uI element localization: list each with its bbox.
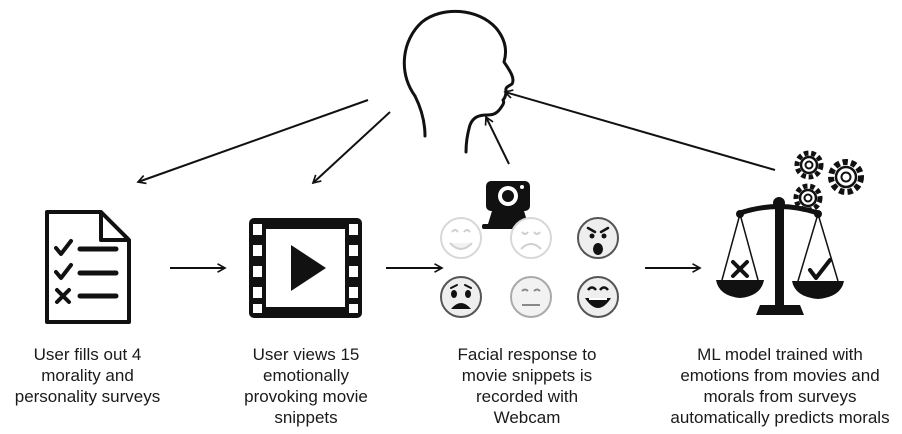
webcam-icon — [482, 181, 534, 229]
arrow-model-to-head — [505, 92, 776, 171]
caption-line: snippets — [274, 408, 338, 427]
crying-face-icon — [440, 276, 482, 318]
caption-line: personality surveys — [14, 387, 161, 406]
angry-face-icon — [577, 217, 619, 259]
caption-line: ML model trained with — [697, 345, 863, 364]
caption-line: Webcam — [493, 408, 561, 427]
caption-line: provoking movie — [244, 387, 368, 406]
caption-line: movie snippets is — [461, 366, 593, 385]
user-head-icon — [402, 9, 515, 154]
checklist-icon — [45, 210, 131, 324]
arrow-head-to-videos — [313, 111, 391, 183]
caption-line: automatically predicts morals — [670, 408, 890, 427]
caption-videos: User views 15 emotionally provoking movi… — [226, 344, 386, 428]
caption-line: emotionally — [263, 366, 349, 385]
caption-line: recorded with — [475, 387, 579, 406]
caption-line: Facial response to — [457, 345, 597, 364]
caption-model: ML model trained with emotions from movi… — [660, 344, 900, 428]
caption-surveys: User fills out 4 morality and personalit… — [0, 344, 175, 407]
arrow-head-to-surveys — [138, 99, 369, 182]
sad-face-icon — [510, 217, 552, 259]
caption-line: User fills out 4 — [33, 345, 142, 364]
caption-line: morality and — [41, 366, 134, 385]
scale-icon — [716, 197, 844, 315]
arrow-webcam-to-head — [486, 117, 510, 165]
caption-line: emotions from movies and — [680, 366, 880, 385]
caption-line: User views 15 — [252, 345, 360, 364]
caption-line: morals from surveys — [703, 387, 857, 406]
neutral-face-icon — [510, 276, 552, 318]
gears-icon — [793, 150, 864, 213]
laughing-face-icon — [577, 276, 619, 318]
video-play-icon — [249, 218, 362, 318]
happy-face-icon — [440, 217, 482, 259]
caption-facial: Facial response to movie snippets is rec… — [442, 344, 612, 428]
emotion-faces-icon — [440, 217, 619, 318]
